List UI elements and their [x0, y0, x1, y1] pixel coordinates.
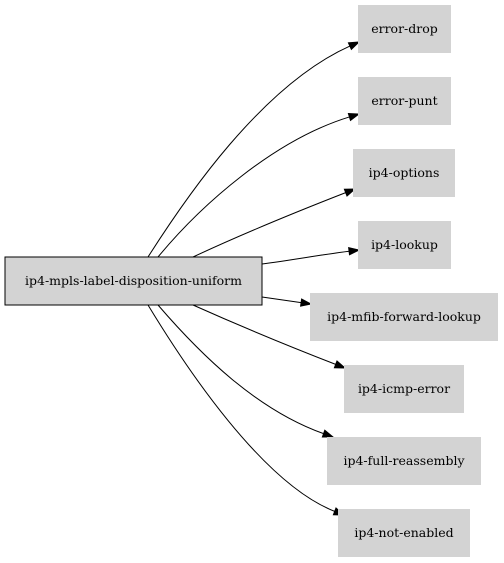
node-label: ip4-mfib-forward-lookup — [327, 309, 481, 324]
node-label: error-drop — [371, 21, 438, 36]
node-label: ip4-lookup — [371, 237, 438, 252]
graph-node-t5[interactable]: ip4-icmp-error — [344, 365, 464, 413]
graph-edge-t0 — [147, 41, 361, 258]
arrowhead-icon — [333, 360, 347, 369]
edge-line — [192, 192, 346, 258]
node-box — [327, 437, 481, 485]
node-box — [358, 5, 451, 53]
node-box — [353, 149, 455, 197]
arrowhead-icon — [347, 112, 361, 122]
node-label: ip4-not-enabled — [354, 525, 453, 540]
edge-line — [192, 304, 336, 365]
node-label: ip4-options — [369, 165, 440, 180]
graph-node-source[interactable]: ip4-mpls-label-disposition-uniform — [4, 256, 263, 306]
graph-edge-t6 — [157, 304, 335, 438]
edge-line — [157, 116, 350, 258]
node-box — [338, 509, 470, 557]
nodes-layer: ip4-mpls-label-disposition-uniform error-… — [4, 5, 498, 557]
graph-node-t6[interactable]: ip4-full-reassembly — [327, 437, 481, 485]
graph-node-t2[interactable]: ip4-options — [353, 149, 455, 197]
graph-edge-t1 — [157, 112, 361, 258]
edge-line — [147, 304, 335, 512]
node-box — [358, 221, 451, 269]
graph-node-t7[interactable]: ip4-not-enabled — [338, 509, 470, 557]
node-label: ip4-full-reassembly — [343, 453, 465, 468]
edge-line — [157, 304, 324, 435]
node-box — [344, 365, 464, 413]
edge-line — [261, 296, 302, 304]
graph-node-t4[interactable]: ip4-mfib-forward-lookup — [310, 293, 498, 341]
node-box — [310, 293, 498, 341]
node-label: ip4-icmp-error — [358, 381, 450, 396]
node-label: ip4-mpls-label-disposition-uniform — [25, 273, 242, 288]
graph-node-t0[interactable]: error-drop — [358, 5, 451, 53]
arrowhead-icon — [343, 188, 357, 197]
graph-edge-t4 — [261, 296, 313, 307]
arrowhead-icon — [347, 41, 361, 51]
graph-edge-t5 — [192, 304, 347, 369]
arrowhead-icon — [321, 429, 335, 438]
graph-edge-t3 — [261, 246, 361, 265]
graph-node-t1[interactable]: error-punt — [358, 77, 451, 125]
arrowhead-icon — [348, 246, 361, 256]
edge-line — [147, 45, 351, 258]
node-label: error-punt — [371, 93, 437, 108]
node-box — [358, 77, 451, 125]
node-box — [4, 256, 263, 306]
edge-line — [261, 250, 350, 265]
arrowhead-icon — [299, 298, 313, 307]
graph-node-t3[interactable]: ip4-lookup — [358, 221, 451, 269]
graph-edge-t2 — [192, 188, 357, 258]
